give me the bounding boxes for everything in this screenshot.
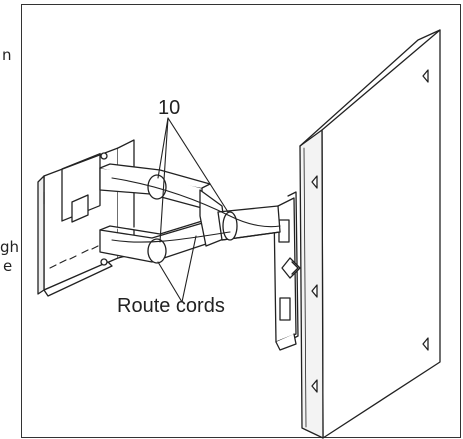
tv-panel (299, 29, 441, 439)
illustration-frame (21, 4, 461, 438)
cropped-text-fragment: n (2, 46, 12, 64)
route-cords-label: Route cords (117, 295, 225, 317)
cropped-text-fragment: e (3, 257, 13, 275)
callout-number: 10 (158, 97, 180, 119)
wall-plate (37, 139, 135, 297)
cropped-text-fragment: gh (0, 238, 20, 256)
tv-bracket (273, 191, 301, 351)
articulating-arms (99, 163, 281, 264)
callout-leaders (157, 117, 229, 303)
